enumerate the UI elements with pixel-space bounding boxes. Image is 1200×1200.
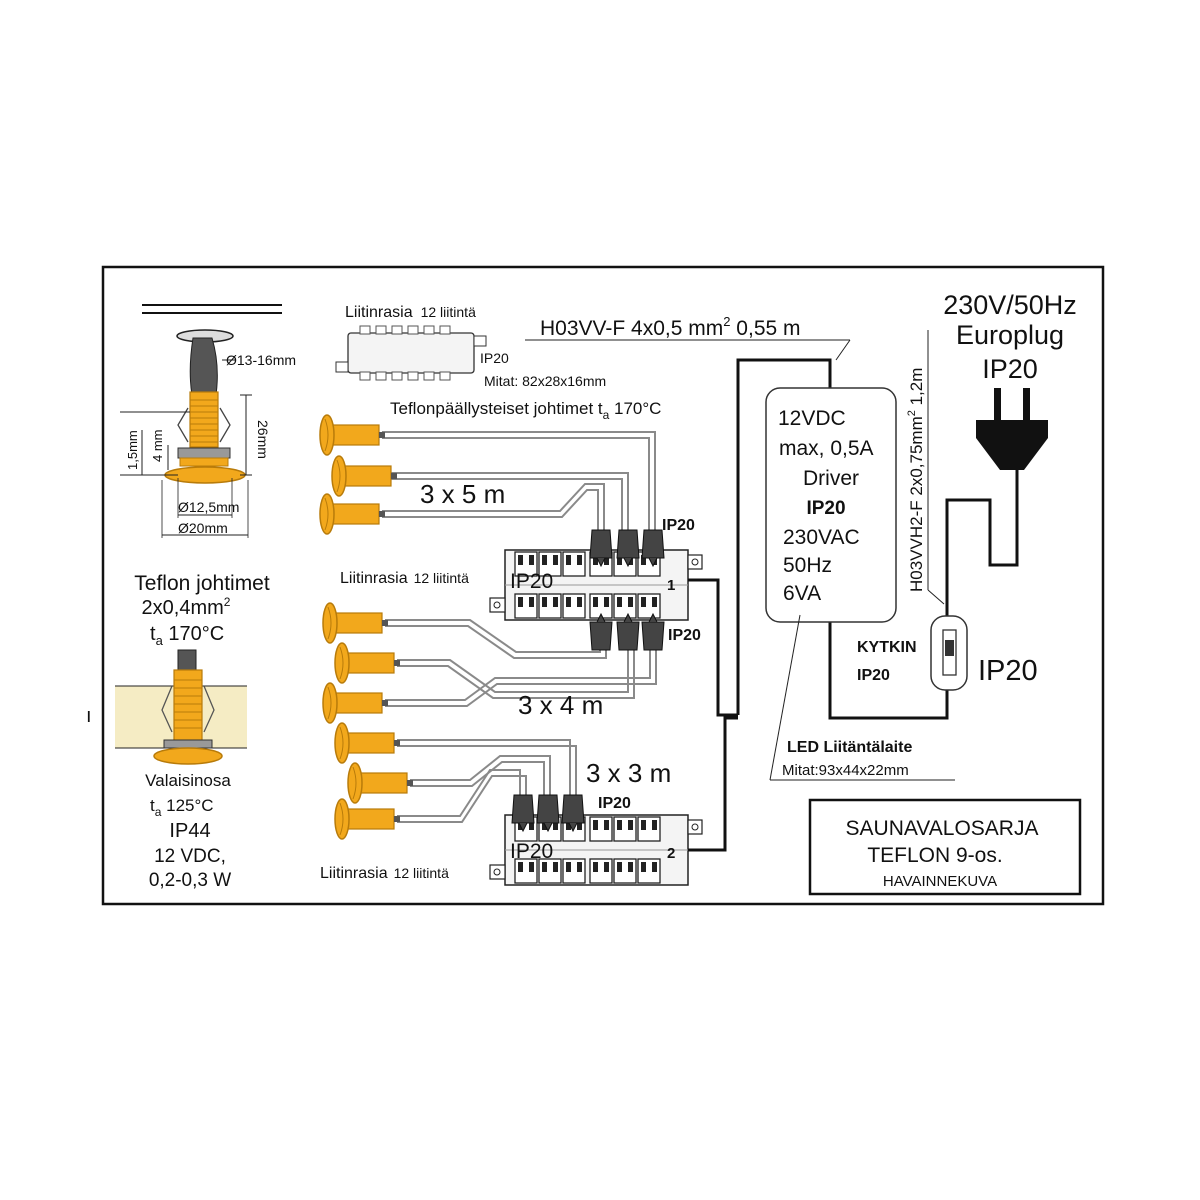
junction-1-ip-top: IP20	[662, 517, 695, 534]
switch-icon	[930, 615, 968, 691]
driver-line-current: max, 0,5A	[779, 437, 874, 460]
led-unit-title: LED Liitäntälaite	[787, 739, 912, 756]
lamp-2-1	[322, 602, 389, 644]
fixture-power: 0,2-0,3 W	[149, 870, 231, 891]
junction-box-2	[489, 794, 703, 886]
title-line-3: HAVAINNEKUVA	[883, 873, 997, 890]
junction-2-ip-top: IP20	[598, 795, 631, 812]
cable-length-5m: 3 x 5 m	[420, 479, 505, 509]
fixture-ip: IP44	[169, 820, 210, 842]
stray-mark: ı	[86, 705, 92, 727]
top-box-size: Mitat: 82x28x16mm	[484, 373, 606, 389]
lamp-3-3	[334, 798, 401, 840]
lamp-1-3	[319, 493, 386, 535]
teflon-wires-spec: 2x0,4mm2	[142, 595, 231, 619]
title-line-1: SAUNAVALOSARJA	[846, 817, 1039, 840]
dim-20mm: Ø20mm	[178, 520, 228, 536]
fixture-ceiling-illustration	[115, 649, 247, 765]
driver-line-ip: IP20	[806, 498, 845, 519]
driver-line-voltage: 12VDC	[778, 407, 846, 430]
title-box	[808, 798, 1082, 896]
top-box-ip: IP20	[480, 350, 509, 366]
lamp-1-1	[319, 414, 386, 456]
mains-plug-type: Europlug	[956, 320, 1064, 350]
dim-26mm: 26mm	[255, 420, 271, 459]
driver-box	[765, 387, 897, 623]
cable-length-4m: 3 x 4 m	[518, 690, 603, 720]
junction-1-ip-body: IP20	[510, 570, 553, 593]
driver-line-name: Driver	[803, 467, 859, 490]
switch-label: KYTKIN	[857, 639, 917, 656]
teflon-wires-title: Teflon johtimet	[134, 572, 270, 595]
junction-2-number: 2	[667, 845, 675, 862]
dim-15mm: 1,5mm	[125, 430, 140, 470]
mains-voltage: 230V/50Hz	[943, 290, 1077, 320]
driver-line-power: 6VA	[783, 582, 821, 605]
main-cables	[688, 358, 1019, 852]
junction-1-ip-bottom: IP20	[668, 627, 701, 644]
lamp-1-2	[331, 455, 398, 497]
cable-length-3m: 3 x 3 m	[586, 758, 671, 788]
driver-line-freq: 50Hz	[783, 554, 832, 577]
dim-hole-diameter: Ø13-16mm	[226, 352, 296, 368]
switch-ip-small: IP20	[857, 667, 890, 684]
fixture-name: Valaisinosa	[145, 771, 231, 790]
teflon-wires-temp: ta 170°C	[150, 623, 224, 648]
switch-ip-large: IP20	[978, 655, 1038, 687]
driver-line-input: 230VAC	[783, 526, 860, 549]
lamp-3-2	[347, 762, 414, 804]
lamp-3-1	[334, 722, 401, 764]
lamp-2-3	[322, 682, 389, 724]
mains-ip: IP20	[982, 354, 1038, 384]
fixture-temp: ta 125°C	[150, 796, 214, 819]
title-line-2: TEFLON 9-os.	[867, 844, 1002, 867]
lamp-2-2	[334, 642, 401, 684]
fixture-wires	[382, 431, 657, 823]
dim-4mm: 4 mm	[150, 430, 165, 463]
power-cord-label: H03VVH2-F 2x0,75mm2 1,2m	[906, 368, 926, 592]
junction-2-ip-body: IP20	[510, 840, 553, 863]
junction-box-1	[489, 529, 703, 651]
dim-125mm: Ø12,5mm	[178, 499, 239, 515]
europlug-icon	[976, 388, 1048, 470]
junction-1-number: 1	[667, 577, 675, 594]
top-junction-box	[335, 325, 487, 381]
main-cable-label: H03VV-F 4x0,5 mm2 0,55 m	[540, 314, 801, 340]
diagram-frame	[101, 265, 1105, 906]
fixture-dimension-detail: Ø13-16mm 26mm 4 mm 1,5mm Ø12,5mm Ø20mm	[120, 304, 296, 538]
teflon-cable-note: Teflonpäällysteiset johtimet ta 170°C	[390, 399, 661, 422]
led-unit-size: Mitat:93x44x22mm	[782, 762, 909, 779]
fixture-voltage: 12 VDC,	[154, 846, 226, 867]
